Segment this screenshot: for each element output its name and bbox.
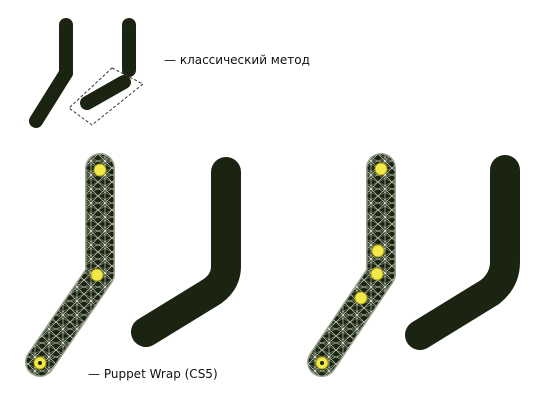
pin-marker [354, 291, 368, 305]
puppet-result-limb-1 [131, 157, 241, 347]
classic-limb-rotated [68, 18, 144, 126]
pin-marker [90, 268, 104, 282]
pin-marker [370, 267, 384, 281]
puppet-mesh-limb-1 [25, 153, 115, 377]
pin-marker [371, 244, 385, 258]
pin-marker [374, 162, 388, 176]
puppet-warp-label: — Puppet Wrap (CS5) [88, 367, 218, 381]
puppet-mesh-limb-2 [307, 153, 396, 377]
classic-limb-original [29, 18, 73, 128]
pin-marker [93, 163, 107, 177]
puppet-result-limb-2 [405, 155, 520, 350]
selection-marquee [68, 67, 144, 126]
classic-method-label: — классический метод [164, 53, 310, 67]
